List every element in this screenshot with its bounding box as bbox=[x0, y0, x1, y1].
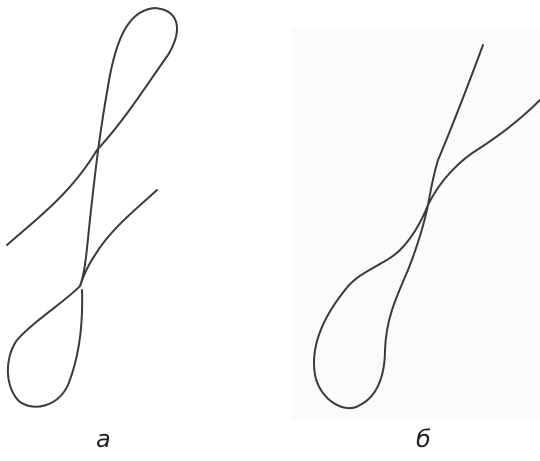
right-cross-curve bbox=[427, 99, 540, 206]
caption-right: б bbox=[416, 425, 431, 453]
right-main-curve bbox=[313, 44, 484, 410]
right-panel-background bbox=[292, 28, 540, 420]
caption-left: а bbox=[96, 425, 111, 453]
left-short-curve bbox=[79, 189, 158, 287]
left-long-curve bbox=[6, 7, 178, 408]
